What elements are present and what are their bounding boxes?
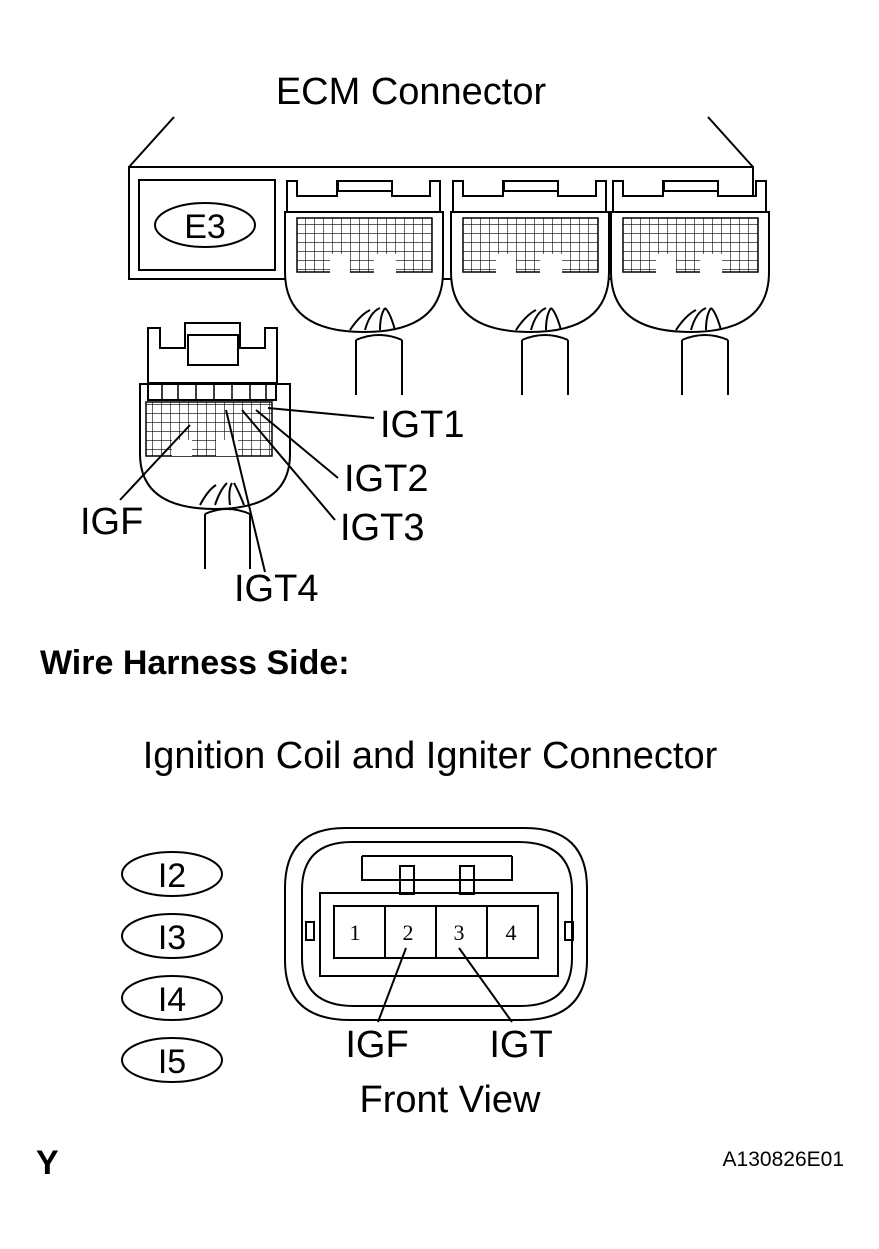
footer-left-mark: Y [36,1144,59,1182]
code-i5: I5 [158,1043,186,1081]
code-i2: I2 [158,857,186,895]
front-view-label: Front View [360,1079,541,1121]
leader-igf [377,947,407,1023]
ecm-connector-code: E3 [184,208,226,246]
code-i3: I3 [158,919,186,957]
leader-igt [458,947,513,1023]
ecm-connector-title: ECM Connector [276,71,547,113]
ecm-pin-igt4: IGT4 [234,568,318,610]
pin-number-2: 2 [403,920,414,945]
pin-number-1: 1 [350,920,361,945]
ecm-pin-igt1: IGT1 [380,404,464,446]
ecm-pin-igt3: IGT3 [340,507,424,549]
code-oval-i3 [121,913,223,959]
figure-id: A130826E01 [723,1148,844,1171]
ignition-code-ovals: I2 I3 I4 I5 [121,851,223,1083]
ecm-harness-connector [139,322,291,569]
pin-number-4: 4 [506,920,517,945]
section-heading: Wire Harness Side: [40,644,350,682]
ecm-pin-igt2: IGT2 [344,458,428,500]
code-oval-i4 [121,975,223,1021]
ecm-leader-lines [119,407,375,573]
code-oval-i2 [121,851,223,897]
ecm-plug-1 [284,180,444,395]
pin-number-3: 3 [454,920,465,945]
ecm-pin-igf: IGF [80,501,143,543]
ignition-pin-igf: IGF [345,1024,408,1066]
ignition-connector-front-view [284,827,588,1021]
code-i4: I4 [158,981,186,1019]
ecm-code-oval [154,202,256,248]
ignition-pin-igt: IGT [489,1024,552,1066]
ecm-plug-3 [610,180,770,396]
ecm-plug-2 [450,180,610,396]
ignition-connector-title: Ignition Coil and Igniter Connector [143,735,718,777]
code-oval-i5 [121,1037,223,1083]
